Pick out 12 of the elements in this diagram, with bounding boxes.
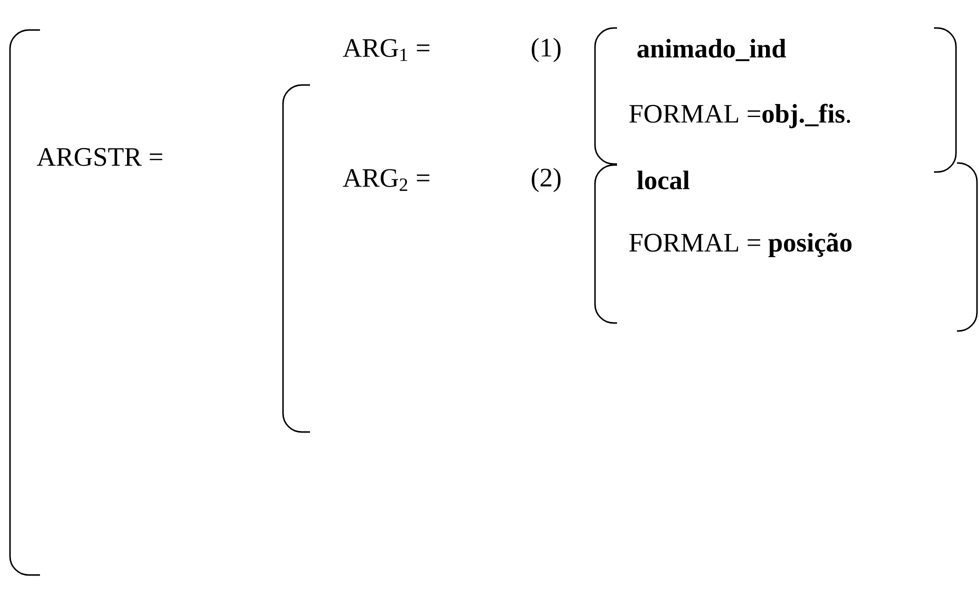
text-label: ARGSTR = — [36, 148, 162, 166]
text-label: animado_ind — [637, 38, 786, 62]
text-label: (2) — [532, 168, 561, 192]
text-label: FORMAL =obj._fis. — [629, 104, 850, 128]
text-label: ARG$_{1}$ = — [342, 39, 430, 61]
bracket-matrix — [9, 29, 162, 576]
text-label: (1) — [532, 38, 561, 62]
text-label: FORMAL = posição — [629, 232, 852, 258]
bracket-matrix — [594, 162, 978, 332]
text-label: ARG$_{2}$ = — [342, 169, 430, 191]
bracket-matrix — [282, 38, 561, 433]
text-label: local — [637, 170, 690, 190]
